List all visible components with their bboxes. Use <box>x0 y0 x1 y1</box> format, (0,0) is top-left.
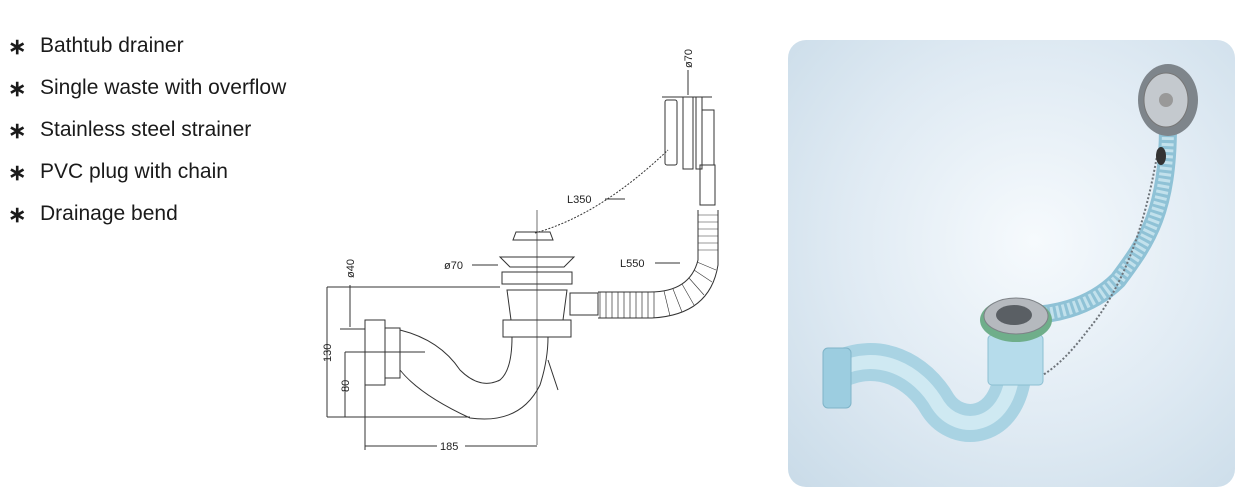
asterisk-icon: ∗ <box>8 160 27 185</box>
feature-item: ∗PVC plug with chain <box>8 160 228 185</box>
technical-drawing: ø70 L350 ø70 L550 ø40 130 80 185 <box>322 49 719 453</box>
strainer-diameter-label: ø70 <box>444 260 463 272</box>
product-photo <box>788 40 1235 487</box>
feature-item: ∗Bathtub drainer <box>8 34 184 59</box>
width-label: 185 <box>440 441 458 453</box>
feature-item: ∗Drainage bend <box>8 202 178 227</box>
asterisk-icon: ∗ <box>8 34 27 59</box>
feature-item: ∗Single waste with overflow <box>8 76 287 101</box>
overflow-diameter-label: ø70 <box>683 49 695 68</box>
asterisk-icon: ∗ <box>8 118 27 143</box>
chain-length-label: L350 <box>567 194 591 206</box>
outlet-height-label: 80 <box>340 380 352 392</box>
asterisk-icon: ∗ <box>8 76 27 101</box>
bathtub-drainer-image <box>822 64 1198 442</box>
total-height-label: 130 <box>322 344 334 362</box>
feature-list: ∗Bathtub drainer ∗Single waste with over… <box>8 34 286 244</box>
asterisk-icon: ∗ <box>8 202 27 227</box>
feature-item: ∗Stainless steel strainer <box>8 118 252 143</box>
outlet-diameter-label: ø40 <box>345 259 357 278</box>
hose-length-label: L550 <box>620 258 644 270</box>
